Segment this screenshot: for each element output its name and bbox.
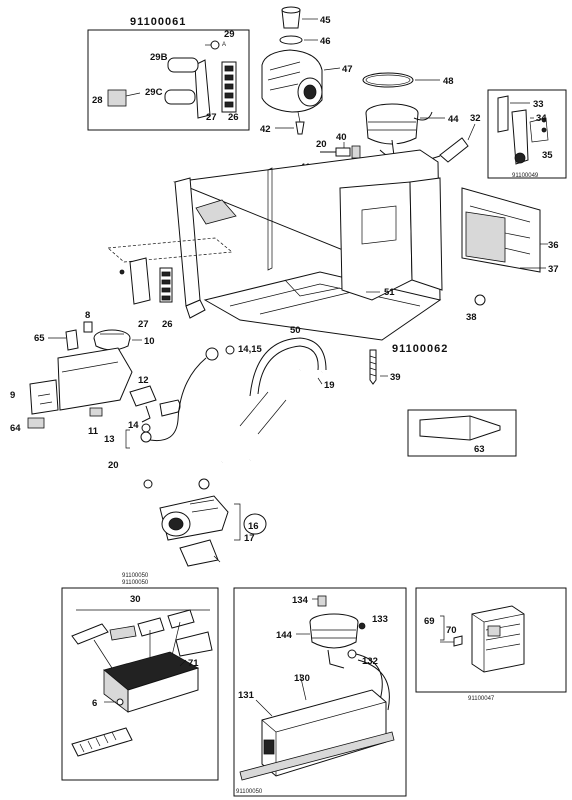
label-17: 17 (244, 533, 255, 544)
label-14-15: 14,15 (238, 344, 262, 355)
label-29c: 29C (145, 87, 163, 98)
label-16: 16 (248, 521, 259, 532)
label-134: 134 (292, 595, 309, 606)
main-frame: 36 37 38 39 51 91100062 (173, 149, 559, 385)
inset-top-right: 33 34 35 91100049 (487, 89, 567, 179)
label-14: 14 (128, 420, 139, 431)
label-29a: A (222, 42, 226, 48)
terminal-block-26 (221, 61, 237, 113)
label-40: 40 (336, 132, 347, 143)
label-46: 46 (320, 36, 331, 47)
label-45: 45 (320, 15, 331, 26)
label-27b: 27 (138, 319, 149, 330)
switch-assembly: 8 65 10 9 64 11 12 14 13 (10, 310, 181, 449)
label-65: 65 (34, 333, 45, 344)
inset-top-left: 91100061 29 A 29B 29C 28 27 26 (87, 16, 250, 131)
label-63: 63 (474, 444, 485, 455)
label-130: 130 (294, 673, 310, 684)
boiler-group: 45 46 47 48 44 42 (260, 6, 459, 161)
figure-code-pump: 91100050 (122, 573, 149, 579)
label-69: 69 (424, 616, 435, 627)
label-8: 8 (85, 310, 90, 321)
label-131: 131 (238, 690, 255, 701)
label-19: 19 (324, 380, 335, 391)
figure-code-top-right: 91100049 (512, 173, 539, 179)
figure-code-top-left: 91100061 (130, 16, 186, 28)
label-70: 70 (446, 625, 457, 636)
label-50: 50 (290, 325, 301, 336)
label-37: 37 (548, 264, 559, 275)
transformer-inset: 91100047 69 70 (415, 587, 567, 702)
label-47: 47 (342, 64, 353, 75)
label-132: 132 (362, 656, 378, 667)
label-144: 144 (276, 630, 293, 641)
label-32: 32 (470, 113, 481, 124)
label-12: 12 (138, 375, 149, 386)
electronic-plate-left: 27 26 (107, 237, 233, 330)
label-6: 6 (92, 698, 97, 709)
label-36: 36 (548, 240, 559, 251)
label-71: 71 (188, 658, 199, 669)
label-34: 34 (536, 113, 547, 124)
group-inset: 91100050 134 144 133 132 130 131 (233, 587, 407, 797)
label-28: 28 (92, 95, 103, 106)
label-42: 42 (260, 124, 271, 135)
capacitor-29b (167, 57, 199, 73)
figure-code-transformer: 91100047 (468, 696, 495, 702)
label-10: 10 (144, 336, 155, 347)
label-26b: 26 (162, 319, 173, 330)
pump-assembly: 20 16 17 91100050 (108, 460, 267, 579)
label-29: 29 (224, 29, 235, 40)
label-20a: 20 (316, 139, 327, 150)
label-133: 133 (372, 614, 388, 625)
tool-inset: 63 (407, 409, 517, 457)
label-29b: 29B (150, 52, 168, 63)
label-20b: 20 (108, 460, 119, 471)
label-44: 44 (448, 114, 459, 125)
label-9: 9 (10, 390, 15, 401)
label-27a: 27 (206, 112, 217, 123)
thermoblock-44 (365, 103, 433, 161)
label-26a: 26 (228, 112, 239, 123)
label-64: 64 (10, 423, 21, 434)
label-38: 38 (466, 312, 477, 323)
label-13: 13 (104, 434, 115, 445)
heating-body-47 (261, 49, 323, 113)
label-39: 39 (390, 372, 401, 383)
label-11: 11 (88, 426, 99, 437)
label-33: 33 (533, 99, 544, 110)
hoses: 14,15 50 19 (149, 325, 335, 464)
figure-code-board: 91100050 (122, 580, 149, 586)
figure-code-frame: 91100062 (392, 343, 448, 355)
label-51: 51 (384, 287, 395, 298)
relay-28 (107, 89, 127, 107)
board-inset: 91100050 30 6 71 (61, 580, 219, 781)
label-48: 48 (443, 76, 454, 87)
label-35: 35 (542, 150, 553, 161)
figure-code-group: 91100050 (236, 789, 263, 795)
label-30: 30 (130, 594, 141, 605)
capacitor-29c (164, 89, 196, 105)
